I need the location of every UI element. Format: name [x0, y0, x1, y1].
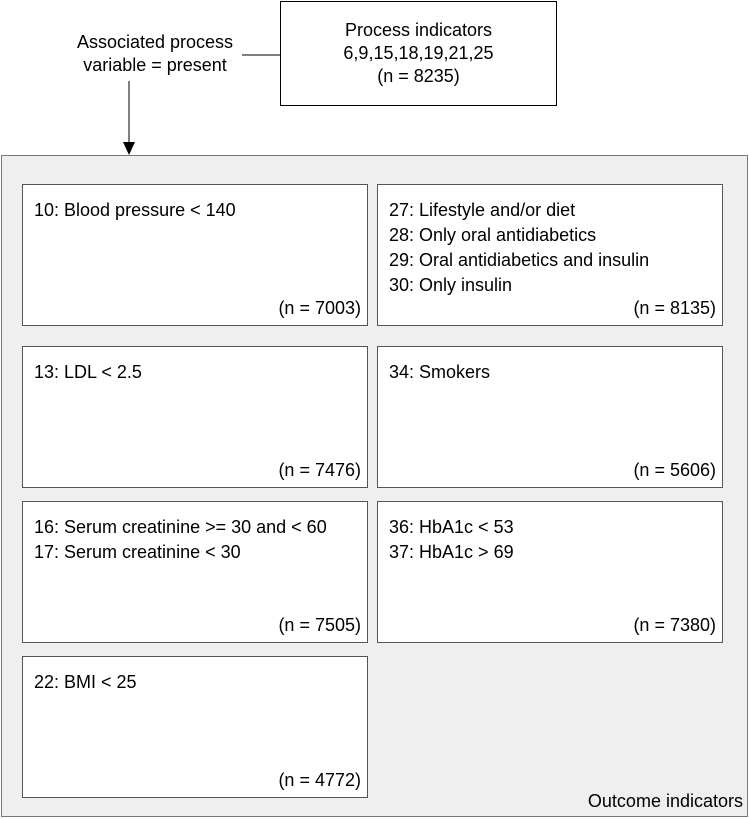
indicator-line: 13: LDL < 2.5 [34, 362, 142, 382]
indicator-line: 16: Serum creatinine >= 30 and < 60 [34, 517, 327, 537]
indicator-count: (n = 4772) [278, 770, 361, 790]
indicator-count: (n = 7505) [278, 615, 361, 635]
process-indicators-box: Process indicators 6,9,15,18,19,21,25 (n… [280, 1, 557, 106]
indicator-lines: 13: LDL < 2.5 [34, 360, 142, 385]
indicator-lines: 36: HbA1c < 53 37: HbA1c > 69 [389, 515, 514, 565]
arrowhead-icon [123, 142, 135, 155]
indicator-lines: 27: Lifestyle and/or diet 28: Only oral a… [389, 198, 649, 298]
indicator-line: 37: HbA1c > 69 [389, 542, 514, 562]
indicator-box: 27: Lifestyle and/or diet 28: Only oral a… [377, 184, 723, 326]
association-line-1: Associated process [76, 32, 234, 52]
indicator-box: 16: Serum creatinine >= 30 and < 60 17: S… [22, 501, 368, 643]
process-codes: 6,9,15,18,19,21,25 [343, 43, 494, 63]
indicator-box: 36: HbA1c < 53 37: HbA1c > 69 (n = 7380) [377, 501, 723, 643]
indicator-box: 34: Smokers (n = 5606) [377, 346, 723, 488]
indicator-line: 36: HbA1c < 53 [389, 517, 514, 537]
connector-arrow [123, 54, 280, 155]
indicator-line: 30: Only insulin [389, 275, 513, 295]
indicator-line: 22: BMI < 25 [34, 672, 137, 692]
outcome-panel-label: Outcome indicators [587, 791, 743, 811]
indicator-box: 13: LDL < 2.5 (n = 7476) [22, 346, 368, 488]
indicator-line: 28: Only oral antidiabetics [389, 225, 597, 245]
indicator-box: 22: BMI < 25 (n = 4772) [22, 656, 368, 798]
indicator-lines: 10: Blood pressure < 140 [34, 198, 236, 223]
indicator-line: 29: Oral antidiabetics and insulin [389, 250, 650, 270]
indicator-count: (n = 8135) [633, 298, 716, 318]
indicator-line: 10: Blood pressure < 140 [34, 200, 236, 220]
association-label: Associated process variable = present [50, 31, 260, 77]
association-line-2: variable = present [83, 55, 227, 75]
indicator-box: 10: Blood pressure < 140 (n = 7003) [22, 184, 368, 326]
indicator-line: 27: Lifestyle and/or diet [389, 200, 576, 220]
indicator-count: (n = 7380) [633, 615, 716, 635]
indicator-count: (n = 7476) [278, 460, 361, 480]
process-count: (n = 8235) [377, 66, 460, 86]
indicator-lines: 22: BMI < 25 [34, 670, 137, 695]
indicator-lines: 16: Serum creatinine >= 30 and < 60 17: S… [34, 515, 327, 565]
indicator-lines: 34: Smokers [389, 360, 490, 385]
outcome-indicators-panel: 10: Blood pressure < 140 (n = 7003) 27: Li… [1, 155, 748, 817]
process-title: Process indicators [344, 20, 493, 40]
indicator-count: (n = 5606) [633, 460, 716, 480]
indicator-line: 17: Serum creatinine < 30 [34, 542, 241, 562]
indicator-count: (n = 7003) [278, 298, 361, 318]
indicator-line: 34: Smokers [389, 362, 491, 382]
